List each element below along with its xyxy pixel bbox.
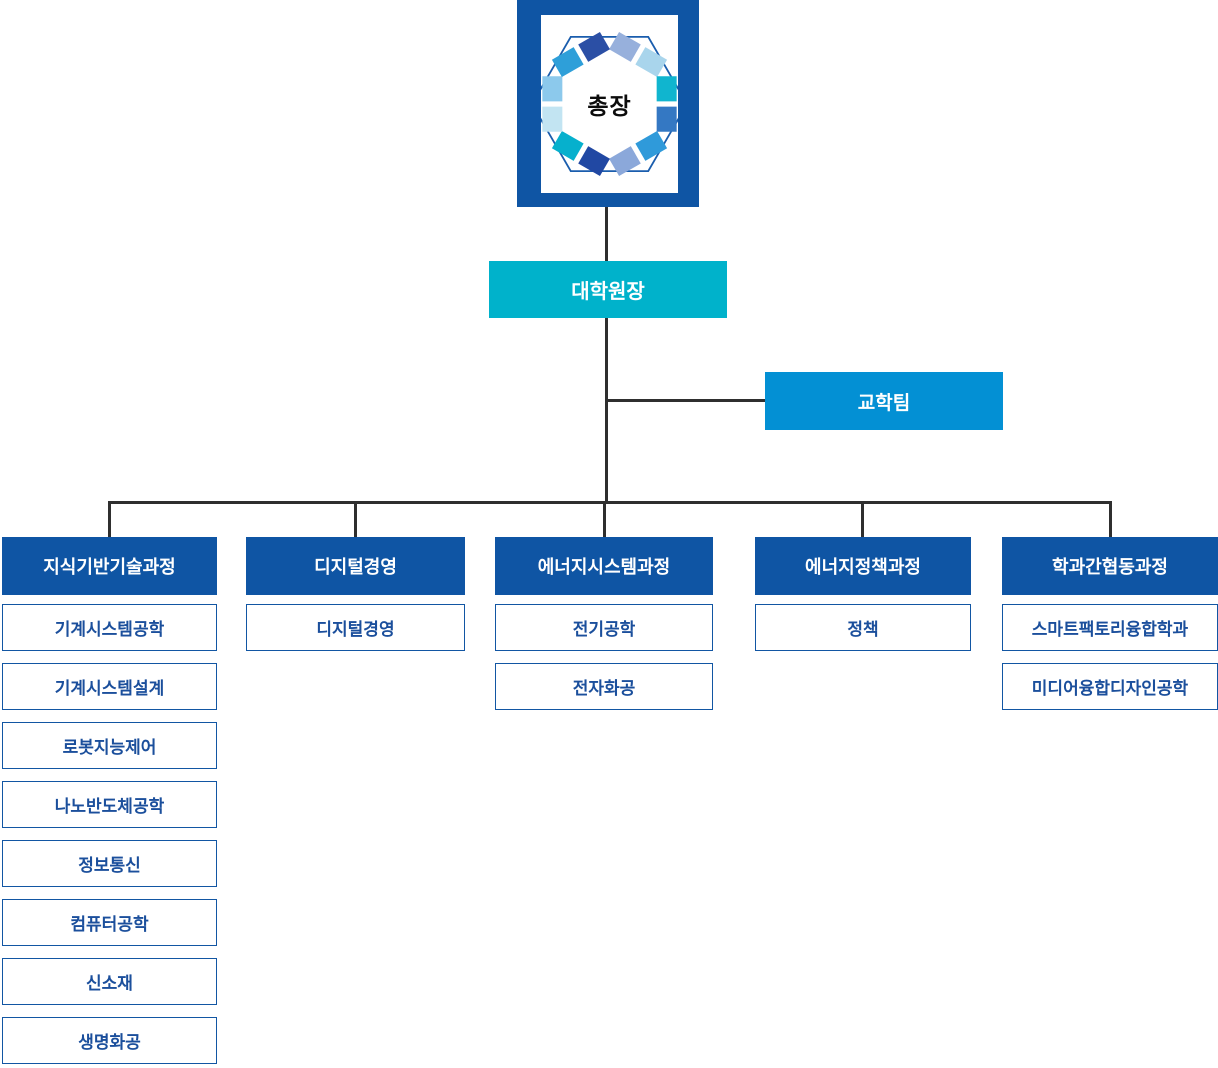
column-header: 에너지정책과정 <box>755 537 971 595</box>
chancellor-label: 총장 <box>587 93 632 119</box>
column-header: 에너지시스템과정 <box>495 537 713 595</box>
column-item: 기계시스템설계 <box>2 663 217 710</box>
connector-line <box>605 207 608 261</box>
dean-label: 대학원장 <box>571 281 645 303</box>
column-header: 지식기반기술과정 <box>2 537 217 595</box>
academic-team-label: 교학팀 <box>857 392 911 414</box>
column-item: 신소재 <box>2 958 217 1005</box>
column-item: 스마트팩토리융합학과 <box>1002 604 1218 651</box>
connector-line <box>354 501 357 538</box>
column-knowledge-tech: 지식기반기술과정 기계시스템공학 기계시스템설계 로봇지능제어 나노반도체공학 … <box>2 537 217 1068</box>
university-logo: 총장 <box>541 15 678 193</box>
connector-line <box>603 501 606 538</box>
column-item: 정책 <box>755 604 971 651</box>
column-item: 생명화공 <box>2 1017 217 1064</box>
column-item: 기계시스템공학 <box>2 604 217 651</box>
column-interdepartmental: 학과간협동과정 스마트팩토리융합학과 미디어융합디자인공학 <box>1002 537 1218 722</box>
connector-line <box>108 501 111 538</box>
column-header: 디지털경영 <box>246 537 465 595</box>
column-energy-policy: 에너지정책과정 정책 <box>755 537 971 663</box>
hexagon-logo-icon <box>541 31 678 177</box>
dean-box: 대학원장 <box>489 261 727 318</box>
connector-line <box>1109 501 1112 538</box>
column-energy-system: 에너지시스템과정 전기공학 전자화공 <box>495 537 713 722</box>
column-header: 학과간협동과정 <box>1002 537 1218 595</box>
connector-line <box>108 501 1112 504</box>
column-item: 나노반도체공학 <box>2 781 217 828</box>
column-item: 전자화공 <box>495 663 713 710</box>
column-item: 로봇지능제어 <box>2 722 217 769</box>
column-item: 미디어융합디자인공학 <box>1002 663 1218 710</box>
connector-line <box>861 501 864 538</box>
connector-line <box>605 318 608 503</box>
academic-team-box: 교학팀 <box>765 372 1003 430</box>
column-item: 정보통신 <box>2 840 217 887</box>
column-item: 디지털경영 <box>246 604 465 651</box>
column-item: 컴퓨터공학 <box>2 899 217 946</box>
chancellor-box: 총장 <box>517 0 699 207</box>
column-item: 전기공학 <box>495 604 713 651</box>
connector-line <box>605 399 765 402</box>
column-digital-management: 디지털경영 디지털경영 <box>246 537 465 663</box>
